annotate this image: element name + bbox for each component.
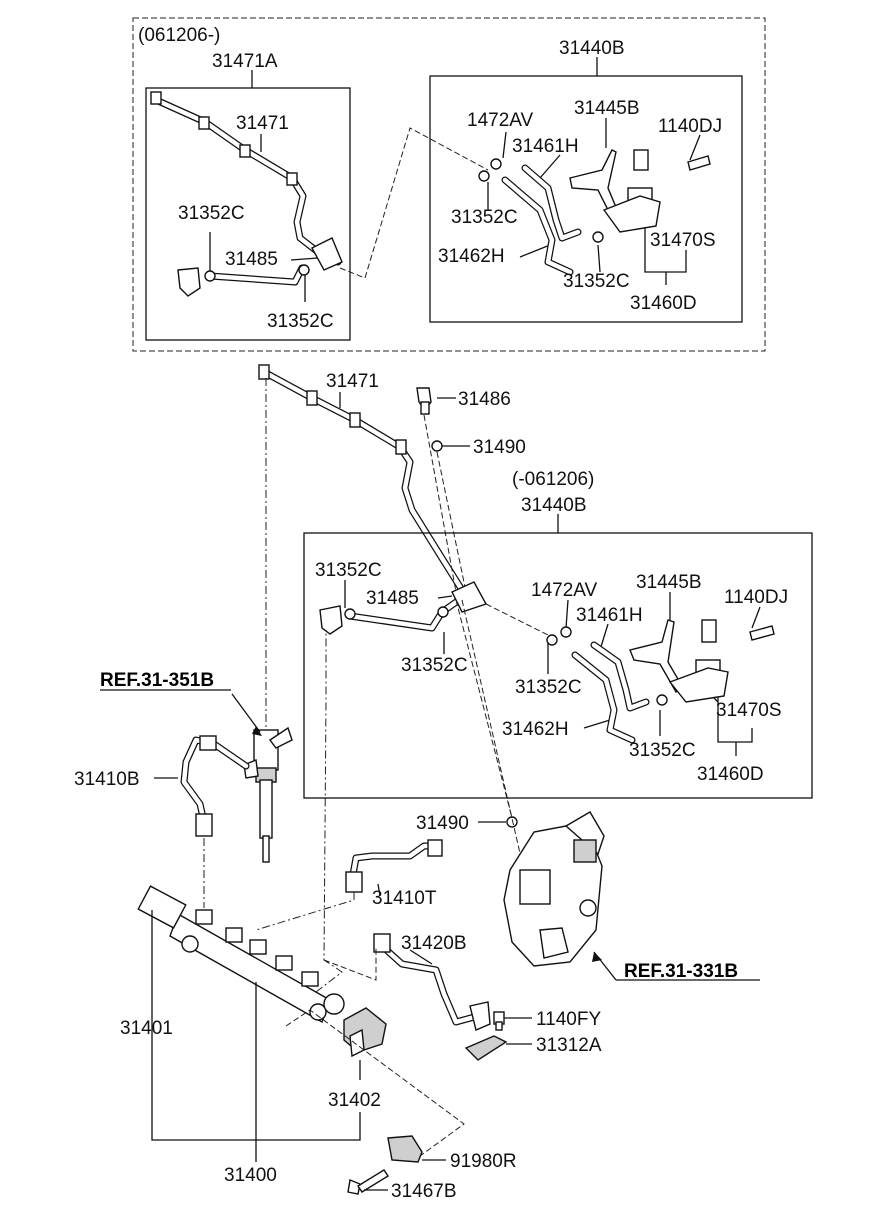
bracket-31312A: [464, 1035, 508, 1061]
ref-31-351B: REF.31-351B: [100, 670, 214, 691]
label-31352C-g: 31352C: [515, 677, 582, 698]
label-31440B-upper: 31440B: [559, 38, 625, 59]
label-31470S-lower: 31470S: [716, 700, 782, 721]
label-1472AV-upper: 1472AV: [467, 110, 534, 131]
label-31352C-a: 31352C: [178, 203, 245, 224]
label-1472AV-lower: 1472AV: [531, 580, 598, 601]
upper-variant-label: (061206-): [138, 25, 220, 46]
part-labels: 31471A 31440B 31471 1472AV 31445B 1140DJ…: [74, 38, 788, 1202]
label-1140DJ-upper: 1140DJ: [658, 116, 722, 137]
label-31460D-lower: 31460D: [697, 764, 764, 785]
upper-return-pipe-31471A: [150, 91, 343, 271]
upper-31471A-box: [145, 87, 351, 341]
upper-valve-assembly: [478, 149, 711, 276]
high-pressure-pump-icon: [503, 811, 605, 967]
return-pipe-31471: [258, 364, 466, 594]
label-1140DJ-lower: 1140DJ: [724, 587, 788, 608]
label-31461H-upper: 31461H: [512, 136, 579, 157]
injection-pipe-31410B: [180, 735, 250, 837]
label-31461H-lower: 31461H: [576, 605, 643, 626]
label-91980R: 91980R: [450, 1151, 517, 1172]
label-31490-upper: 31490: [473, 437, 526, 458]
label-31445B-lower: 31445B: [636, 572, 702, 593]
upper-hose-31352C: [177, 264, 310, 297]
label-31471-mid: 31471: [326, 371, 379, 392]
ref-31-331B: REF.31-331B: [624, 961, 738, 982]
bolt-31467B: [347, 1169, 389, 1195]
label-31400: 31400: [224, 1165, 277, 1186]
washer-31490-upper: [431, 440, 443, 452]
label-31352C-h: 31352C: [629, 740, 696, 761]
label-31410T: 31410T: [372, 888, 437, 909]
label-31485-upper: 31485: [225, 249, 278, 270]
fuel-injector-icon: [243, 726, 293, 863]
label-31410B: 31410B: [74, 769, 140, 790]
label-31312A: 31312A: [536, 1035, 602, 1056]
washer-31490-lower: [506, 816, 518, 828]
banjo-bolt-31486: [416, 387, 432, 415]
label-31402: 31402: [328, 1090, 381, 1111]
label-1140FY: 1140FY: [536, 1009, 601, 1030]
label-31462H-lower: 31462H: [502, 719, 569, 740]
label-31485-lower: 31485: [366, 588, 419, 609]
label-31445B-upper: 31445B: [574, 98, 640, 119]
label-31352C-f: 31352C: [401, 655, 468, 676]
pressure-valve-31402: [323, 993, 387, 1058]
label-31401: 31401: [120, 1018, 173, 1039]
label-31471-upper: 31471: [236, 113, 289, 134]
bracket-91980R: [387, 1135, 423, 1163]
label-31462H-upper: 31462H: [438, 246, 505, 267]
label-31460D-upper: 31460D: [630, 293, 697, 314]
label-31471A: 31471A: [212, 51, 278, 72]
label-31490-lower: 31490: [416, 813, 469, 834]
label-lower-variant: (-061206): [512, 469, 594, 490]
label-31352C-c: 31352C: [563, 271, 630, 292]
label-31440B-lower: 31440B: [521, 495, 587, 516]
label-31467B: 31467B: [391, 1181, 457, 1202]
label-31352C-b: 31352C: [451, 207, 518, 228]
label-31420B: 31420B: [401, 933, 467, 954]
upper-31440B-box: [429, 75, 743, 323]
common-rail-icon: [137, 885, 331, 1024]
injection-pipe-31410T: [345, 839, 443, 893]
label-31352C-e: 31352C: [315, 560, 382, 581]
bolt-1140FY: [493, 1011, 505, 1031]
lower-hose-31352C: [319, 581, 488, 635]
lower-valve-assembly: [546, 619, 775, 744]
label-31486: 31486: [458, 389, 511, 410]
return-pipe-31420B: [373, 933, 491, 1031]
label-31352C-d: 31352C: [267, 311, 334, 332]
upper-variant-frame: [132, 17, 766, 352]
label-31470S-upper: 31470S: [650, 230, 716, 251]
